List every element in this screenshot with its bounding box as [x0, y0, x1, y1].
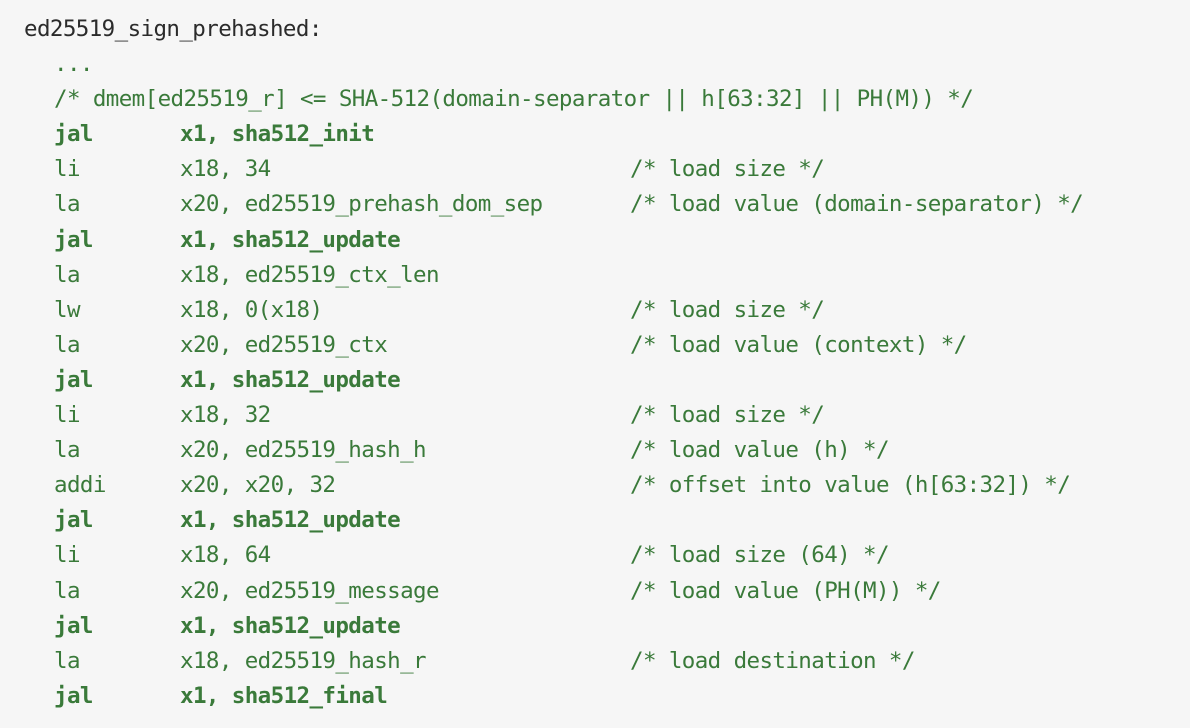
instruction-opcode: li	[54, 542, 81, 569]
instruction-operands: x1, sha512_update	[180, 612, 401, 639]
instruction-line: jal x1, sha512_update	[24, 363, 1190, 398]
instruction-comment: /* load value (h) */	[630, 437, 890, 464]
instruction-comment: /* load size */	[630, 156, 825, 183]
instruction-line: li x18, 32 /* load size */	[24, 398, 1190, 433]
instruction-comment: /* load size (64) */	[630, 542, 890, 569]
instruction-opcode: la	[54, 191, 81, 218]
instruction-line: jal x1, sha512_final	[24, 679, 1190, 714]
instruction-opcode: jal	[54, 612, 93, 639]
instruction-operands: x20, x20, 32	[180, 472, 336, 499]
instruction-opcode: jal	[54, 507, 93, 534]
instruction-operands: x18, 34	[180, 156, 271, 183]
function-label: ed25519_sign_prehashed:	[24, 16, 322, 42]
instruction-line: lw x18, 0(x18) /* load size */	[24, 293, 1190, 328]
instruction-operands: x20, ed25519_ctx	[180, 331, 388, 358]
instruction-comment: /* load value (context) */	[630, 331, 967, 358]
instruction-line: la x20, ed25519_hash_h /* load value (h) *…	[24, 433, 1190, 468]
instruction-line: la x18, ed25519_ctx_len	[24, 258, 1190, 293]
instruction-operands: x18, ed25519_hash_r	[180, 647, 427, 674]
instruction-operands: x20, ed25519_hash_h	[180, 437, 427, 464]
instruction-opcode: jal	[54, 366, 93, 393]
instruction-line: jal x1, sha512_update	[24, 223, 1190, 258]
instruction-line: jal x1, sha512_init	[24, 117, 1190, 152]
instruction-opcode: la	[54, 437, 81, 464]
instruction-opcode: jal	[54, 226, 93, 253]
instruction-operands: x1, sha512_update	[180, 507, 401, 534]
instruction-operands: x20, ed25519_message	[180, 577, 440, 604]
instruction-comment: /* load size */	[630, 296, 825, 323]
instruction-line: la x20, ed25519_prehash_dom_sep /* load va…	[24, 187, 1190, 222]
instruction-opcode: addi	[54, 472, 106, 499]
instruction-line: la x20, ed25519_ctx /* load value (context…	[24, 328, 1190, 363]
instruction-operands: x18, 0(x18)	[180, 296, 323, 323]
instruction-line: la x18, ed25519_hash_r /* load destination…	[24, 644, 1190, 679]
instruction-opcode: li	[54, 402, 81, 429]
instruction-operands: x1, sha512_update	[180, 226, 401, 253]
instruction-line: addi x20, x20, 32 /* offset into value (h[…	[24, 468, 1190, 503]
instruction-opcode: la	[54, 647, 81, 674]
instruction-opcode: li	[54, 156, 81, 183]
instruction-comment: /* load value (PH(M)) */	[630, 577, 941, 604]
instruction-operands: x1, sha512_final	[180, 682, 388, 709]
ellipsis: ...	[54, 51, 93, 78]
instruction-operands: x18, ed25519_ctx_len	[180, 261, 440, 288]
instruction-comment: /* load destination */	[630, 647, 915, 674]
instruction-opcode: la	[54, 577, 81, 604]
instruction-opcode: la	[54, 331, 81, 358]
instruction-operands: x1, sha512_update	[180, 366, 401, 393]
instruction-operands: x1, sha512_init	[180, 121, 375, 148]
instruction-line: li x18, 64 /* load size (64) */	[24, 538, 1190, 573]
instruction-opcode: lw	[54, 296, 81, 323]
header-comment: /* dmem[ed25519_r] <= SHA-512(domain-sep…	[54, 86, 974, 113]
instruction-operands: x20, ed25519_prehash_dom_sep	[180, 191, 543, 218]
instruction-opcode: jal	[54, 682, 93, 709]
instruction-line: jal x1, sha512_update	[24, 503, 1190, 538]
instruction-operands: x18, 32	[180, 402, 271, 429]
instruction-line: li x18, 34 /* load size */	[24, 152, 1190, 187]
instruction-line: jal x1, sha512_update	[24, 609, 1190, 644]
instruction-comment: /* offset into value (h[63:32]) */	[630, 472, 1071, 499]
instruction-operands: x18, 64	[180, 542, 271, 569]
instruction-opcode: la	[54, 261, 81, 288]
instruction-line: la x20, ed25519_message /* load value (PH(…	[24, 574, 1190, 609]
instruction-opcode: jal	[54, 121, 93, 148]
instruction-comment: /* load value (domain-separator) */	[630, 191, 1084, 218]
instruction-comment: /* load size */	[630, 402, 825, 429]
